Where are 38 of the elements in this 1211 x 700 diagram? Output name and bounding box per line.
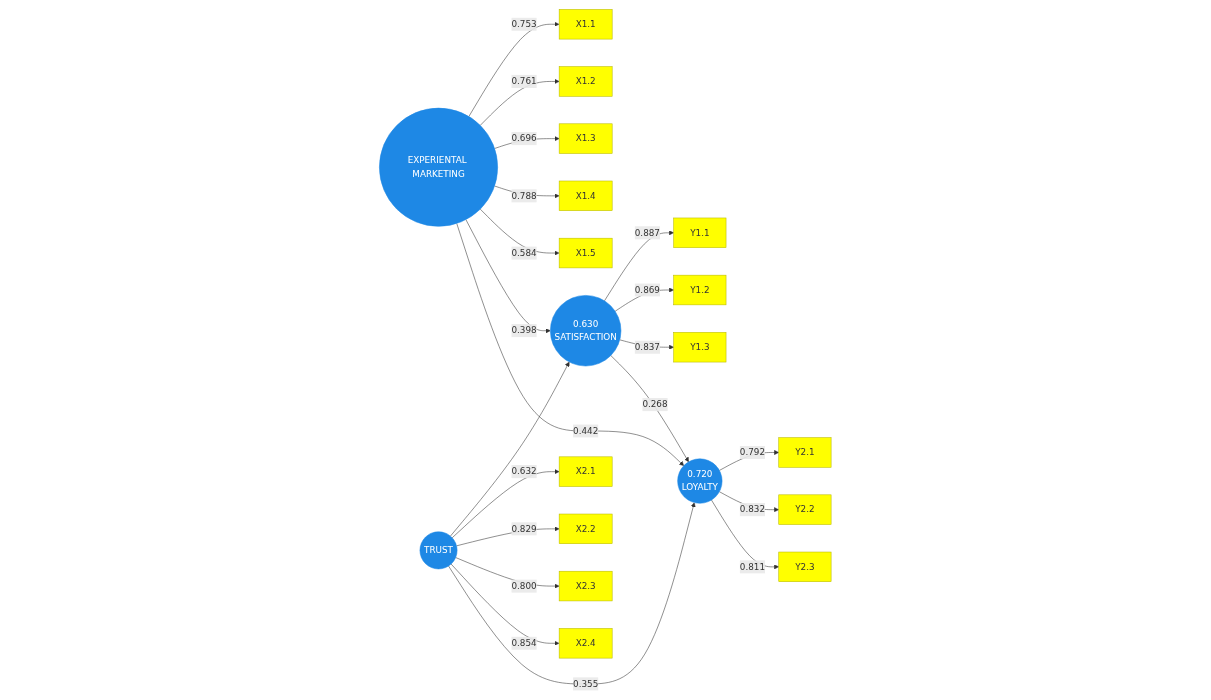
edge-label: 0.837 [634,341,661,353]
node-box: Y2.2 [778,494,832,525]
node-box: Y1.1 [673,217,727,248]
node-box: X2.4 [559,628,613,659]
edge-label: 0.442 [573,425,599,436]
edge-label: 0.632 [511,466,537,477]
edge-label: 0.854 [511,637,537,649]
edge-label: 0.792 [740,446,766,458]
edge-label: 0.761 [511,75,537,87]
node-box: X1.2 [559,66,613,97]
edge-label: 0.829 [511,523,537,534]
edge-label: 0.753 [511,18,537,30]
node-circle: 0.630 SATISFACTION [550,295,622,367]
edge-label: 0.887 [634,227,661,238]
edge-label: 0.869 [634,284,661,295]
node-circle: EXPERIENTAL MARKETING [379,107,499,227]
node-box: X1.5 [559,237,613,269]
node-box: Y1.3 [673,332,727,363]
node-box: Y2.1 [778,437,832,468]
node-box: X1.1 [559,9,613,40]
node-box: X2.1 [559,456,613,487]
edge-label: 0.811 [740,561,766,572]
edge-label: 0.398 [511,325,537,336]
node-box: Y2.3 [778,551,832,582]
node-box: X2.3 [559,570,613,602]
edge-label: 0.268 [642,399,668,410]
node-box: X2.2 [559,513,613,544]
node-box: X1.3 [559,123,613,154]
node-box: Y1.2 [673,274,727,306]
edge-label: 0.355 [573,678,599,689]
node-circle: TRUST [419,531,458,570]
edge-label: 0.800 [511,580,537,592]
node-circle: 0.720 LOYALTY [677,458,723,504]
edge-label: 0.832 [740,504,766,515]
edge-label: 0.788 [511,190,537,201]
edge-label: 0.584 [511,247,537,259]
edge-label: 0.696 [511,133,537,144]
node-box: X1.4 [559,180,613,211]
